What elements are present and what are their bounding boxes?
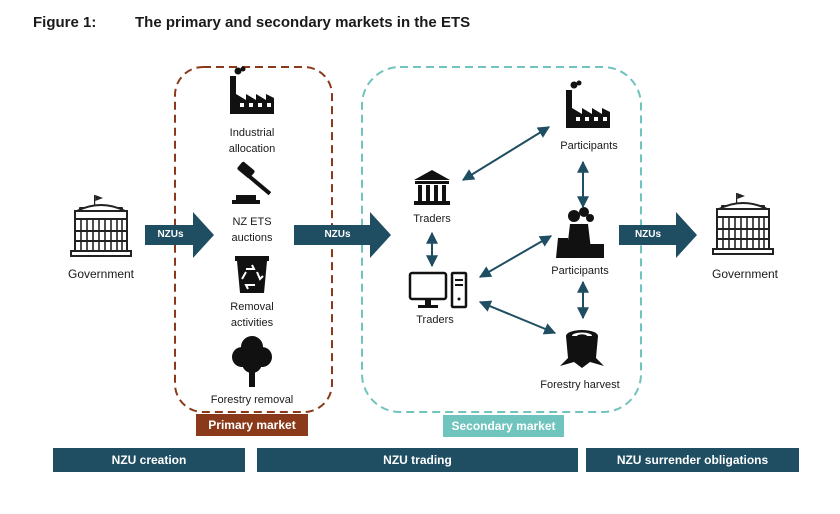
tree-stump-icon: [560, 330, 604, 368]
factory-icon: [566, 80, 610, 128]
government-left-label: Government: [67, 267, 135, 281]
gavel-icon: [232, 161, 272, 204]
nzu-arrow-label-3: NZUs: [634, 229, 662, 240]
auctions-label-line2: auctions: [231, 232, 273, 244]
figure-number: Figure 1:: [33, 14, 97, 31]
industrial-allocation-label-line1: Industrial: [229, 127, 275, 139]
bar-nzu-creation: NZU creation: [53, 448, 245, 472]
bar-nzu-trading: NZU trading: [257, 448, 578, 472]
bar-nzu-surrender: NZU surrender obligations: [586, 448, 799, 472]
forestry-harvest-label: Forestry harvest: [540, 379, 620, 391]
participants-factory-label: Participants: [560, 140, 618, 152]
figure-title: The primary and secondary markets in the…: [135, 14, 471, 31]
trade-arrow-computer-power: [478, 235, 553, 278]
primary-market-tag: Primary market: [196, 414, 308, 436]
auctions-label-line1: NZ ETS: [232, 216, 272, 228]
government-right-label: Government: [711, 267, 779, 281]
trade-arrow-computer-forestry: [478, 300, 557, 335]
secondary-market-tag: Secondary market: [443, 415, 564, 437]
power-plant-icon: [556, 207, 604, 258]
recycle-bin-icon: [235, 256, 269, 293]
removal-activities-label-line1: Removal: [230, 301, 274, 313]
factory-icon: [230, 66, 274, 114]
nzu-arrow-label-1: NZUs: [157, 229, 184, 240]
removal-activities-label-line2: activities: [230, 317, 274, 329]
trade-arrow-bank-participants: [461, 126, 551, 181]
nzu-flow-arrow-3: [619, 212, 697, 258]
traders-computer-label: Traders: [416, 314, 454, 326]
industrial-allocation-label-line2: allocation: [228, 143, 276, 155]
nzu-arrow-label-2: NZUs: [324, 229, 351, 240]
bank-icon: [414, 170, 450, 205]
participants-power-label: Participants: [551, 265, 609, 277]
forestry-removal-label: Forestry removal: [210, 394, 294, 406]
tree-icon: [232, 336, 272, 387]
parliament-building-icon: [70, 194, 132, 257]
parliament-building-icon: [712, 192, 774, 255]
traders-bank-label: Traders: [413, 213, 451, 225]
nzu-flow-arrow-1: [145, 212, 214, 258]
computer-icon: [408, 271, 468, 309]
nzu-flow-arrow-2: [294, 212, 391, 258]
